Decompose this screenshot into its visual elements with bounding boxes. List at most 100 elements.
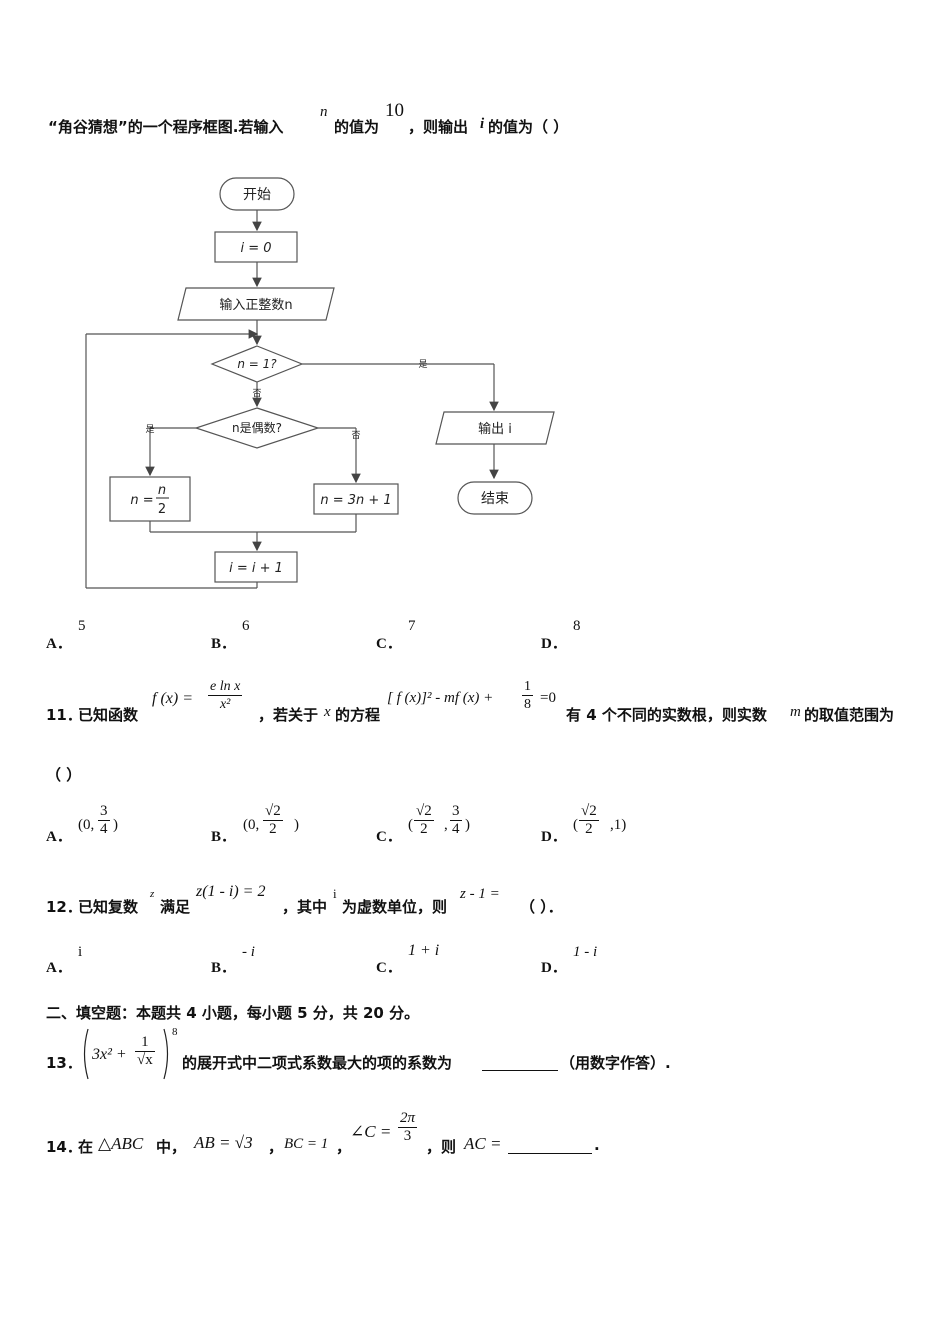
q12-option-a-label[interactable]: A． — [46, 960, 72, 976]
q11-number: 11． — [46, 706, 82, 724]
q10-option-c-value: 7 — [408, 618, 416, 634]
q13-base: 3x² + — [92, 1046, 127, 1063]
q13-stem: 13． 3x² + 1 √x 8 的展开式中二项式系数最大的项的系数为 （用数字… — [46, 1026, 746, 1082]
q10-options: A． 5 B． 6 C． 7 D． 8 — [46, 616, 646, 656]
q11-equation: [ f (x)]² - mf (x) + — [387, 690, 494, 706]
q14-bc: BC = 1 — [284, 1136, 329, 1152]
q11-option-d-label[interactable]: D． — [541, 829, 567, 845]
q11-fx: f (x) = — [152, 690, 193, 707]
flow-odd-box — [313, 483, 399, 515]
q11-option-c-pre: ( — [408, 817, 413, 833]
flow-yes-label-1: 是 — [418, 359, 427, 370]
q10-option-a-label[interactable]: A． — [46, 636, 72, 652]
flow-even-den: 2 — [158, 502, 166, 517]
flowchart: 开始 i = 0 输入正整数n n = 1? 是 否 n是偶数? 是 否 n =… — [85, 177, 555, 589]
flow-output-box — [435, 411, 555, 445]
q14-frac-num: 2π — [398, 1110, 418, 1128]
q11-option-d-frac: √2 2 — [579, 803, 599, 838]
q12-option-b-label[interactable]: B． — [211, 960, 237, 976]
q14-ab: AB = √3 — [194, 1133, 253, 1152]
q10-stem-text-d: 的值为（ ） — [488, 118, 569, 136]
q14-answer-blank[interactable] — [508, 1139, 592, 1154]
flow-odd-label: n = 3n + 1 — [320, 493, 391, 508]
q11-text-d: 有 4 个不同的实数根，则实数 — [566, 706, 767, 724]
q13-frac-num: 1 — [135, 1034, 155, 1052]
q12-text-d: 为虚数单位，则 — [342, 898, 448, 916]
q14-text-c: ， — [268, 1138, 284, 1156]
q11-option-d-num: √2 — [579, 803, 599, 821]
flow-even-label: n = — [130, 493, 153, 508]
q12-text-e: （ ）． — [520, 898, 563, 916]
q14-text-b: 中， — [156, 1138, 187, 1156]
q12-stem: 12． 已知复数 z 满足 z(1 - i) = 2 ，其中 i 为虚数单位，则… — [46, 880, 746, 916]
q14-text-e: ，则 — [426, 1138, 457, 1156]
q12-number: 12． — [46, 898, 82, 916]
q14-text-d: ， — [336, 1138, 352, 1156]
q12-option-d-label[interactable]: D． — [541, 960, 567, 976]
flow-inc-label: i = i + 1 — [229, 561, 283, 576]
q12-text-c: ，其中 — [282, 898, 328, 916]
q10-option-b-label[interactable]: B． — [211, 636, 237, 652]
flow-no-label-1: 否 — [252, 388, 261, 399]
q12-option-c-label[interactable]: C． — [376, 960, 402, 976]
flow-start-label: 开始 — [243, 187, 271, 203]
q11-option-c-den2: 4 — [452, 821, 460, 837]
q11-eq-tail: =0 — [540, 690, 556, 706]
q11-option-d-den: 2 — [585, 821, 593, 837]
q11-option-c-frac1: √2 2 — [414, 803, 434, 838]
q10-stem-text-a: “角谷猜想”的一个程序框图.若输入 — [48, 118, 284, 136]
q10-option-d-value: 8 — [573, 618, 581, 634]
q11-paren: （ ） — [46, 766, 82, 784]
q11-stem: 11． 已知函数 f (x) = e ln x x² ，若关于 x 的方程 [ … — [46, 678, 926, 728]
q11-option-a-frac: 3 4 — [98, 803, 110, 838]
q10-option-c-label[interactable]: C． — [376, 636, 402, 652]
q11-eq-num: 1 — [522, 679, 533, 696]
q10-option-a-value: 5 — [78, 618, 86, 634]
q11-option-b-pre: (0, — [243, 817, 260, 833]
q11-option-b-label[interactable]: B． — [211, 829, 237, 845]
q11-option-c-den1: 2 — [420, 821, 428, 837]
q12-expr: z - 1 = — [460, 886, 500, 902]
q10-stem-text-c: ，则输出 — [408, 118, 469, 136]
flow-cond1-label: n = 1? — [237, 357, 277, 371]
q14-ac: AC = — [464, 1134, 502, 1153]
q13-tail: （用数字作答）. — [560, 1054, 671, 1072]
q12-equation: z(1 - i) = 2 — [196, 883, 266, 900]
flow-end-box — [457, 481, 533, 515]
q12-option-c-value: 1 + i — [408, 942, 440, 959]
q12-options: A． i B． - i C． 1 + i D． 1 - i — [46, 942, 686, 978]
q13-answer-blank[interactable] — [482, 1056, 558, 1071]
flow-input-label: 输入正整数n — [219, 297, 292, 313]
q14-tail: . — [594, 1136, 600, 1154]
q11-var-x: x — [324, 704, 331, 720]
q14-frac-den: 3 — [403, 1128, 412, 1144]
q12-var-i: i — [333, 886, 337, 901]
section-2-heading: 二、填空题：本题共 4 小题，每小题 5 分，共 20 分。 — [46, 1004, 420, 1022]
q11-fx-fraction: e ln x x² — [208, 678, 243, 713]
q12-option-d-value: 1 - i — [573, 944, 598, 960]
q11-option-a-den: 4 — [100, 821, 108, 837]
flow-no-label-2: 否 — [351, 430, 360, 441]
flow-input-box — [177, 287, 335, 321]
q14-text-a: 在 — [78, 1138, 94, 1156]
q13-frac-den: √x — [137, 1052, 153, 1068]
q11-option-c-label[interactable]: C． — [376, 829, 402, 845]
flow-init-label: i = 0 — [240, 241, 271, 256]
q10-value: 10 — [385, 100, 404, 121]
q12-option-b-value: - i — [242, 944, 255, 960]
q13-paren-left — [83, 1028, 89, 1080]
q11-text-a: 已知函数 — [78, 706, 139, 724]
q13-exponent: 8 — [172, 1026, 178, 1038]
q11-option-b-num: √2 — [263, 803, 283, 821]
q11-option-b-post: ) — [294, 817, 299, 833]
flow-yes-label-2: 是 — [145, 424, 154, 435]
q11-option-a-label[interactable]: A． — [46, 829, 72, 845]
q11-options: A． (0, 3 4 ) B． (0, √2 2 ) C． ( √2 2 , 3… — [46, 800, 686, 850]
q11-text-e: 的取值范围为 — [804, 706, 895, 724]
q12-text-b: 满足 — [160, 898, 191, 916]
q13-paren-right — [163, 1028, 169, 1080]
q10-option-d-label[interactable]: D． — [541, 636, 567, 652]
flow-inc-box — [214, 551, 298, 583]
q13-fraction: 1 √x — [135, 1034, 155, 1069]
q11-fx-num: e ln x — [208, 679, 243, 696]
